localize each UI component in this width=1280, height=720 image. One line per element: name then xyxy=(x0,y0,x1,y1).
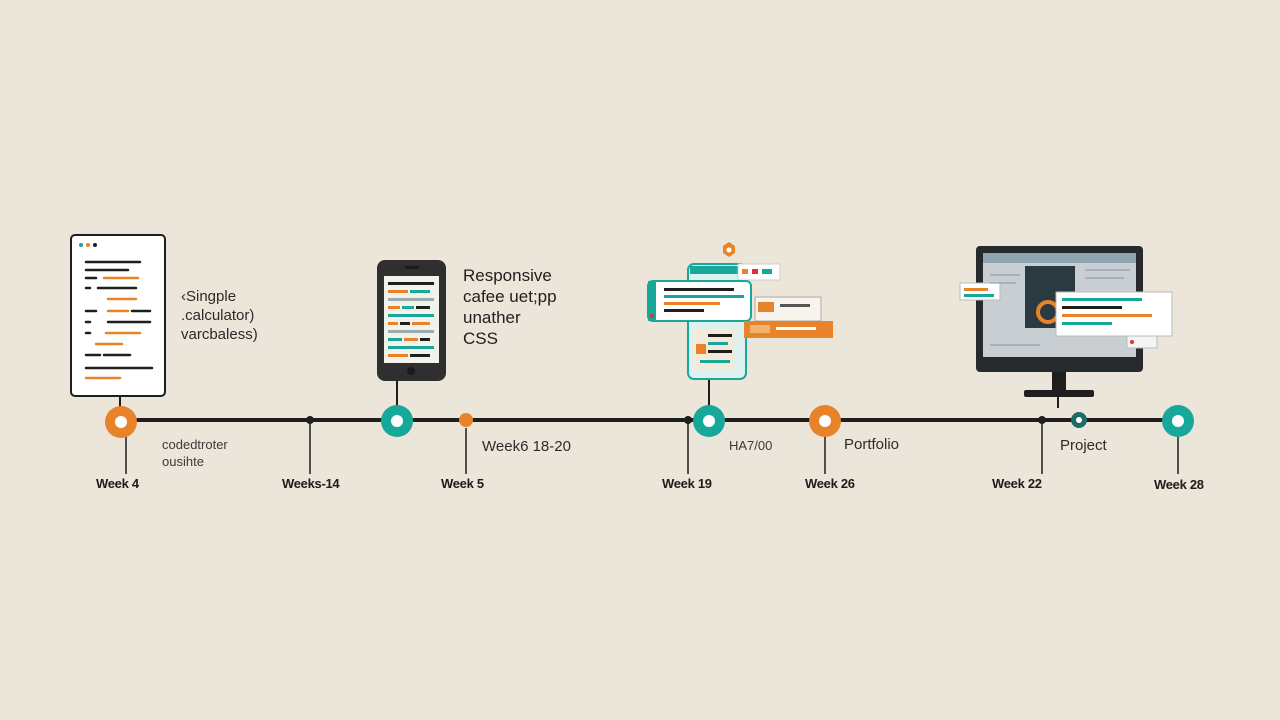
week-label-5: Week 26 xyxy=(805,476,855,491)
timeline-node-week-28 xyxy=(1162,405,1194,437)
caption-project: Project xyxy=(1060,437,1107,454)
caption-calculator-line-2: .calculator) xyxy=(181,307,255,324)
caption-cafe-line-1: Responsive xyxy=(463,266,552,285)
smartphone-icon xyxy=(377,260,446,381)
timeline-node-week-4 xyxy=(105,406,137,438)
caption-under-line-1-a: codedtroter xyxy=(162,437,228,452)
timeline-node-small-3 xyxy=(1038,416,1046,424)
web-app-collage-icon xyxy=(647,242,833,380)
caption-calculator: ‹Singple .calculator) varcbaless) xyxy=(181,287,258,344)
timeline-node-small-teal xyxy=(1071,412,1087,428)
week-label-4: Week 19 xyxy=(662,476,712,491)
caption-calculator-line-3: varcbaless) xyxy=(181,326,258,343)
timeline-node-phone xyxy=(381,405,413,437)
caption-cafe-line-3: unather xyxy=(463,308,521,327)
timeline-node-small-2 xyxy=(684,416,692,424)
desktop-monitor-icon xyxy=(959,246,1173,397)
caption-cafe-line-2: cafee uet;pp xyxy=(463,287,557,306)
caption-under-line-1: codedtroter ousihte xyxy=(162,436,228,470)
timeline-node-week-19 xyxy=(693,405,725,437)
caption-portfolio: Portfolio xyxy=(844,436,900,453)
timeline-node-small-1 xyxy=(306,416,314,424)
week-ticks xyxy=(125,420,1179,474)
timeline-node-week-5 xyxy=(459,413,473,427)
week-label-7: Week 28 xyxy=(1154,477,1204,492)
week-label-6: Week 22 xyxy=(992,476,1042,491)
caption-under-line-2: Week6 18-20 xyxy=(482,438,571,455)
caption-under-line-1-b: ousihte xyxy=(162,454,204,469)
timeline-node-week-26 xyxy=(809,405,841,437)
week-label-2: Weeks-14 xyxy=(282,476,340,491)
caption-cafe-line-4: CSS xyxy=(463,329,498,348)
week-label-1: Week 4 xyxy=(96,476,139,491)
week-label-3: Week 5 xyxy=(441,476,484,491)
code-document-icon xyxy=(70,234,166,397)
caption-under-line-3: HA7/00 xyxy=(729,438,773,453)
caption-calculator-line-1: ‹Singple xyxy=(181,288,237,305)
caption-cafe: Responsive cafee uet;pp unather CSS xyxy=(463,265,557,349)
